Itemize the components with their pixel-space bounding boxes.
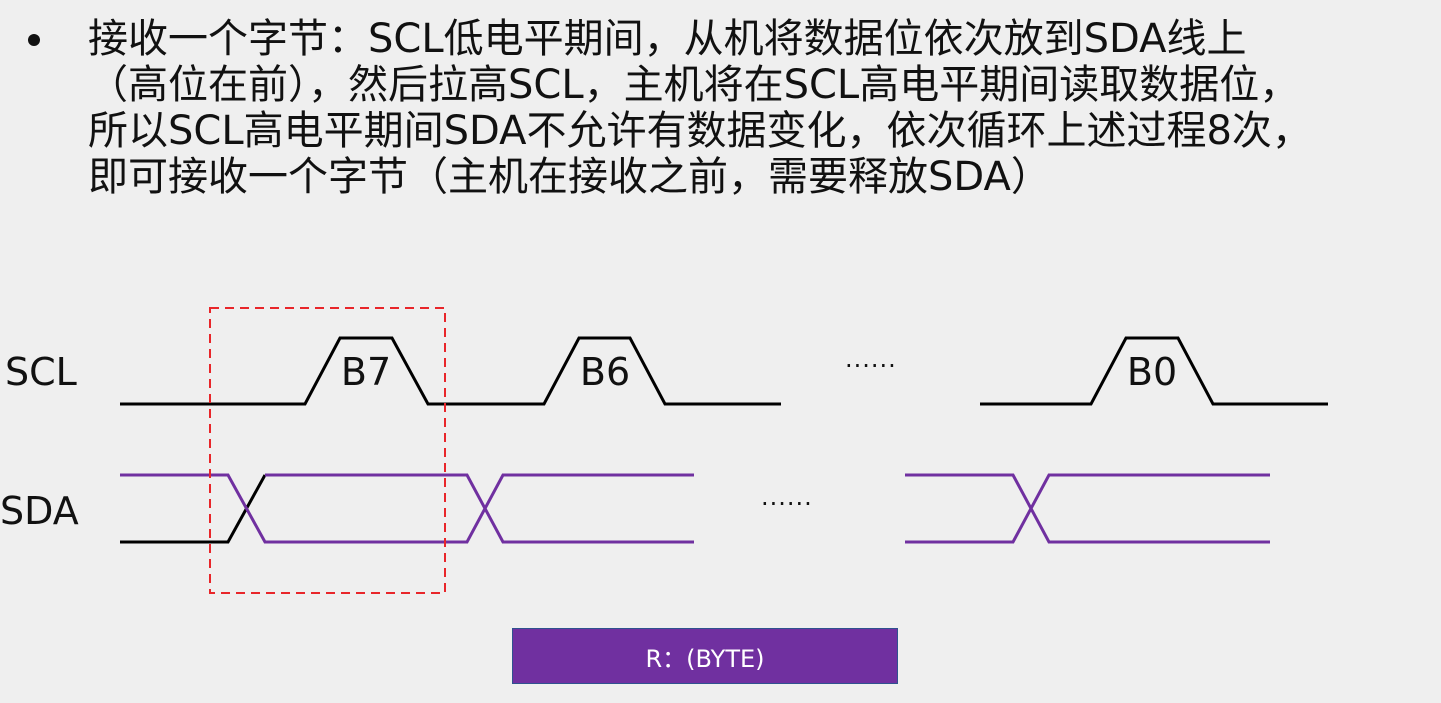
highlight-box: [209, 307, 446, 594]
bullet-line-2: （高位在前），然后拉高SCL，主机将在SCL高电平期间读取数据位，: [88, 62, 1300, 108]
bit-label-b0: B0: [1126, 350, 1178, 394]
sda-waveform-seg2-top: [905, 473, 1270, 544]
sda-waveform-released: [120, 474, 267, 544]
receive-byte-box: R：(BYTE): [512, 628, 898, 684]
scl-waveform-b6: [445, 336, 781, 406]
bullet-dot: [28, 34, 40, 46]
bullet-line-1: 接收一个字节：SCL低电平期间，从机将数据位依次放到SDA线上: [88, 16, 1247, 62]
bullet-paragraph: 接收一个字节：SCL低电平期间，从机将数据位依次放到SDA线上 （高位在前），然…: [0, 0, 1441, 250]
scl-waveform-b0: [980, 336, 1328, 406]
scl-waveform-b7: [120, 336, 445, 406]
sda-label: SDA: [0, 489, 79, 533]
sda-ellipsis: ······: [761, 490, 813, 518]
scl-ellipsis: ······: [845, 352, 897, 380]
bit-label-b7: B7: [340, 350, 392, 394]
bit-label-b6: B6: [579, 350, 631, 394]
sda-waveform-seg1-top: [120, 473, 694, 544]
scl-label: SCL: [5, 350, 77, 394]
bullet-line-3: 所以SCL高电平期间SDA不允许有数据变化，依次循环上述过程8次，: [88, 108, 1312, 154]
receive-byte-label: R：(BYTE): [645, 644, 765, 673]
sda-waveform-seg1-bottom: [265, 473, 694, 544]
bullet-line-4: 即可接收一个字节（主机在接收之前，需要释放SDA）: [88, 154, 1051, 200]
bullet-text: 接收一个字节：SCL低电平期间，从机将数据位依次放到SDA线上 （高位在前），然…: [88, 16, 1438, 200]
sda-waveform-seg2-bottom: [905, 473, 1270, 544]
